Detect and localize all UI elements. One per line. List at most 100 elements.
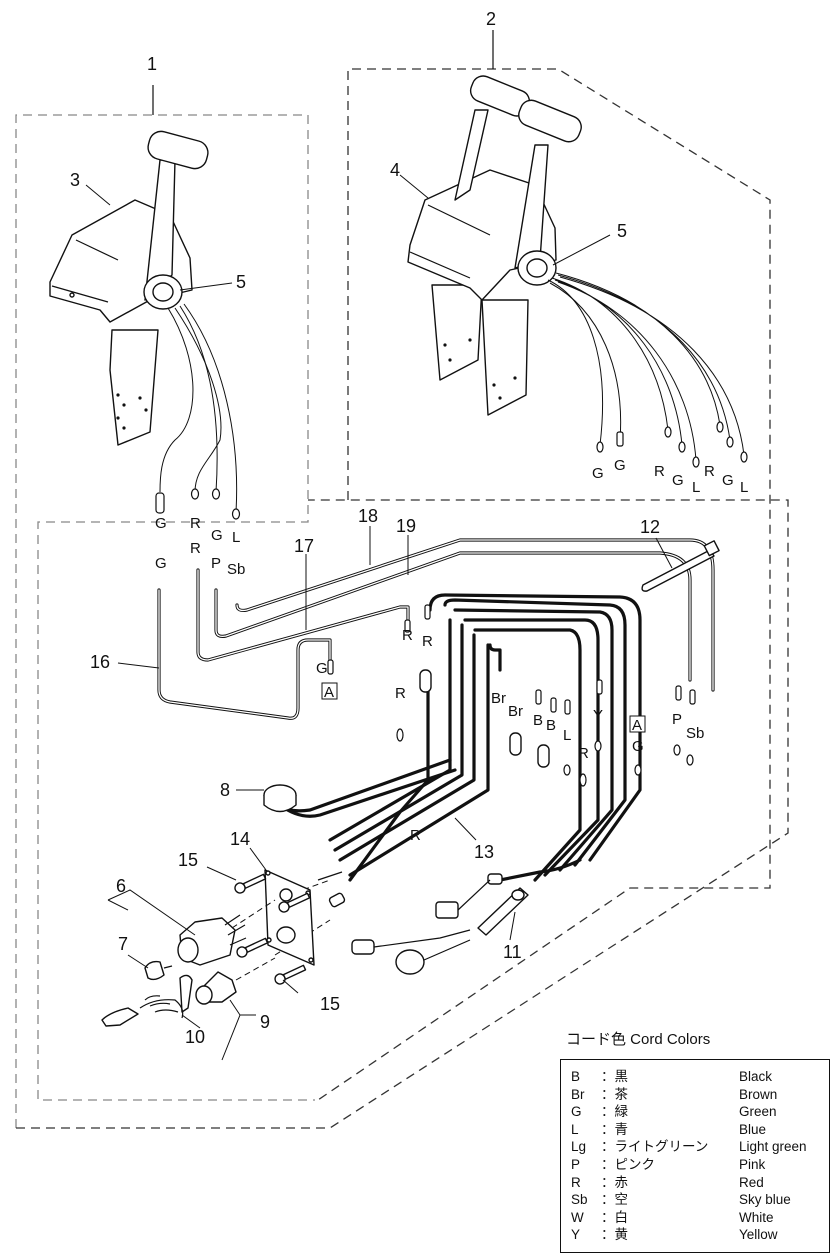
legend-row: R ：赤 Red — [571, 1174, 829, 1192]
legend-en: Light green — [739, 1139, 807, 1155]
lever-hub-cap — [526, 258, 548, 278]
screw — [278, 892, 311, 913]
legend-jp: ：空 — [601, 1192, 628, 1208]
panel-plate-14 — [264, 869, 315, 966]
cover-screw — [69, 292, 75, 298]
single-lever-control-box — [49, 130, 209, 446]
screw — [274, 964, 307, 985]
callout-leaders — [85, 174, 611, 1061]
dual-control-terminals — [596, 421, 748, 468]
part-8-buzzer — [236, 784, 297, 813]
legend-jp: ：茶 — [601, 1086, 628, 1102]
cable-tie-12 — [641, 537, 720, 592]
key-7 — [144, 960, 173, 981]
lead-code: G — [632, 738, 644, 755]
cover-edge — [51, 239, 119, 303]
callout-8: 8 — [220, 780, 230, 800]
legend-en: Brown — [739, 1086, 778, 1102]
cover-edge — [409, 204, 491, 279]
group-borders — [15, 30, 789, 1129]
lead-code: G — [316, 660, 328, 677]
connector-a-marker-left — [321, 682, 338, 700]
legend-en: Blue — [739, 1121, 767, 1137]
legend-jp: ：白 — [601, 1209, 628, 1225]
callout-4: 4 — [390, 160, 400, 180]
harness-codes: R R R G A Br Br B B L R Y A G P Sb R — [316, 627, 704, 844]
connector-a-marker-right — [629, 715, 646, 733]
legend-jp: ：黄 — [601, 1227, 628, 1243]
lead-code: G — [592, 465, 604, 482]
single-lead-codes: G R G L G R P Sb — [155, 515, 245, 578]
lever-arm-left — [454, 109, 489, 201]
panel-connector — [328, 892, 346, 908]
lead-code: B — [546, 717, 556, 734]
lead-code: A — [632, 717, 642, 734]
lever-hub-cap — [152, 282, 174, 302]
legend-row: Br ：茶 Brown — [571, 1086, 829, 1104]
callout-7: 7 — [118, 934, 128, 954]
legend-en: Green — [739, 1104, 777, 1120]
lead-code: A — [324, 684, 334, 701]
screws-15 — [234, 873, 311, 985]
lead-code: P — [211, 555, 221, 572]
callout-18: 18 — [358, 506, 378, 526]
dual-lever-control-box — [407, 75, 582, 416]
legend-code: Br — [571, 1086, 585, 1102]
callout-5-single: 5 — [236, 272, 246, 292]
stop-switch-9 — [195, 957, 276, 1005]
lever-handle — [147, 130, 209, 170]
callout-17: 17 — [294, 536, 314, 556]
callout-11: 11 — [503, 942, 522, 962]
legend-en: White — [739, 1209, 774, 1225]
lead-code: L — [692, 479, 700, 496]
legend-jp: ：緑 — [601, 1104, 628, 1120]
lead-code: G — [672, 472, 684, 489]
lead-code: Sb — [686, 725, 704, 742]
legend-code: R — [571, 1174, 581, 1190]
mount-plate — [109, 329, 159, 446]
lead-code: Sb — [227, 561, 245, 578]
lead-code: R — [422, 633, 433, 650]
lead-code: R — [190, 515, 201, 532]
battery-terminal — [435, 901, 459, 919]
lead-code: Y — [593, 707, 603, 724]
main-switch-6 — [177, 899, 276, 966]
legend-code: Y — [571, 1227, 581, 1243]
legend-en: Sky blue — [739, 1192, 791, 1208]
group-1-border — [15, 114, 315, 1128]
lead-code: B — [533, 712, 543, 729]
legend-code: B — [571, 1069, 581, 1084]
legend-jp: ：赤 — [601, 1174, 628, 1190]
legend-row: Sb ：空 Sky blue — [571, 1191, 829, 1209]
callout-15-upper: 15 — [178, 850, 198, 870]
panel-plate — [264, 869, 315, 966]
screw — [236, 937, 269, 958]
lead-code: G — [614, 457, 626, 474]
lead-code: L — [563, 727, 571, 744]
callout-1: 1 — [147, 54, 157, 74]
lead-code: G — [155, 515, 167, 532]
lanyard-10 — [101, 974, 193, 1027]
legend-en: Red — [739, 1174, 764, 1190]
main-harness-connector — [274, 858, 582, 975]
legend-en: Pink — [739, 1156, 766, 1172]
group-2-border — [317, 68, 771, 1101]
mount-plate-left — [431, 284, 483, 381]
legend-jp: ：ライトグリーン — [601, 1139, 709, 1155]
legend-code: Sb — [571, 1192, 588, 1208]
lead-code: Br — [491, 690, 506, 707]
lead-code: R — [578, 745, 589, 762]
callout-14: 14 — [230, 829, 250, 849]
lead-code: R — [654, 463, 665, 480]
dual-control-leads — [547, 272, 745, 461]
legend-jp: ：青 — [601, 1121, 628, 1137]
callout-9: 9 — [260, 1012, 270, 1032]
outer-border — [16, 499, 789, 1129]
lead-code: L — [740, 479, 748, 496]
